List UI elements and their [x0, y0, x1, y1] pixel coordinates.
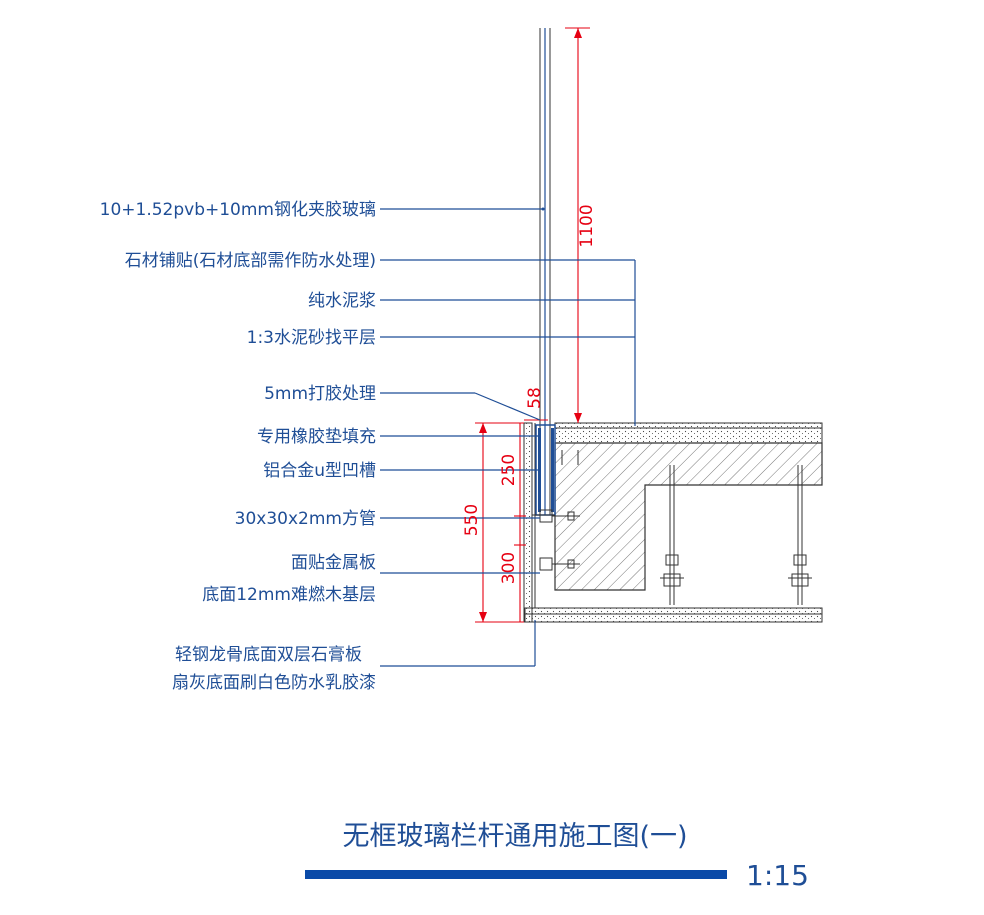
side-panel: [523, 422, 536, 623]
label-u-channel: 铝合金u型凹槽: [263, 461, 376, 481]
label-gypsum-2: 扇灰底面刷白色防水乳胶漆: [172, 673, 376, 693]
ceiling-board: [524, 607, 823, 623]
dim-300: 300: [499, 552, 519, 584]
dimension-lines: [475, 27, 590, 623]
label-glass: 10+1.52pvb+10mm钢化夹胶玻璃: [100, 200, 376, 220]
dim-58: 58: [525, 387, 545, 409]
drawing-scale: 1:15: [746, 859, 809, 892]
drawing-title: 无框玻璃栏杆通用施工图(一): [342, 821, 687, 852]
label-rubber-pad: 专用橡胶垫填充: [257, 427, 376, 447]
title-underline: [305, 870, 727, 879]
dim-550: 550: [462, 504, 482, 536]
label-square-tube: 30x30x2mm方管: [235, 509, 376, 529]
label-mortar: 1:3水泥砂找平层: [247, 328, 376, 348]
floor-slab: [554, 422, 823, 591]
ceiling-hanger-right: [788, 465, 812, 605]
dim-250: 250: [499, 454, 519, 486]
label-stone: 石材铺贴(石材底部需作防水处理): [125, 251, 376, 271]
dim-1100: 1100: [577, 204, 597, 247]
label-sealant: 5mm打胶处理: [264, 384, 376, 404]
leader-lines: [380, 207, 636, 667]
label-metal-panel-1: 面贴金属板: [291, 553, 376, 573]
square-tube-anchors: [539, 450, 580, 571]
label-cement-paste: 纯水泥浆: [308, 291, 376, 311]
label-metal-panel-2: 底面12mm难燃木基层: [202, 585, 376, 605]
ceiling-hanger-left: [660, 465, 684, 605]
label-gypsum-1: 轻钢龙骨底面双层石膏板: [175, 644, 362, 665]
glass-panel: [539, 28, 551, 515]
